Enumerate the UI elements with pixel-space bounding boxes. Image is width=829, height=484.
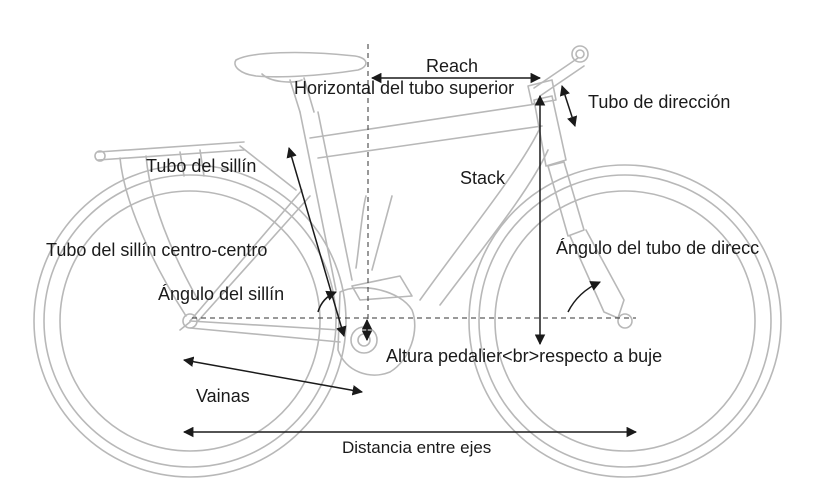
fork	[547, 161, 585, 237]
head-angle-label: Ángulo del tubo de direcc	[556, 238, 760, 258]
front-wheel	[468, 164, 782, 478]
head-tube-label: Tubo de dirección	[588, 92, 731, 112]
chainstays-label: Vainas	[196, 386, 250, 406]
handlebar	[533, 57, 585, 97]
bb-drop-label: Altura pedalier<br>respecto a buje	[386, 346, 663, 366]
seat-tube-label: Tubo del sillín	[146, 156, 257, 176]
stack-label: Stack	[460, 168, 506, 188]
reach-label: Reach	[426, 56, 479, 76]
seat-angle-arc	[317, 290, 337, 313]
seat-post	[289, 77, 315, 113]
head-tube-arrow	[559, 85, 578, 127]
rear-rack	[94, 141, 297, 317]
measurement-arrows	[182, 72, 638, 438]
wheelbase-label: Distancia entre ejes	[342, 438, 492, 457]
down-tube	[419, 127, 549, 306]
head-angle-arc	[567, 281, 601, 313]
saddle	[234, 51, 367, 78]
seat-tube-cc-label: Tubo del sillín centro-centro	[46, 240, 268, 260]
top-tube	[309, 103, 543, 159]
seat-angle-label: Ángulo del sillín	[158, 284, 285, 304]
reference-lines	[192, 44, 636, 330]
top-tube-label: Horizontal del tubo superior	[294, 78, 515, 98]
seat-tube-arrow	[286, 146, 347, 338]
seat-tube	[299, 111, 353, 291]
chainstay-arrow	[182, 356, 364, 396]
chainstay	[189, 320, 341, 343]
